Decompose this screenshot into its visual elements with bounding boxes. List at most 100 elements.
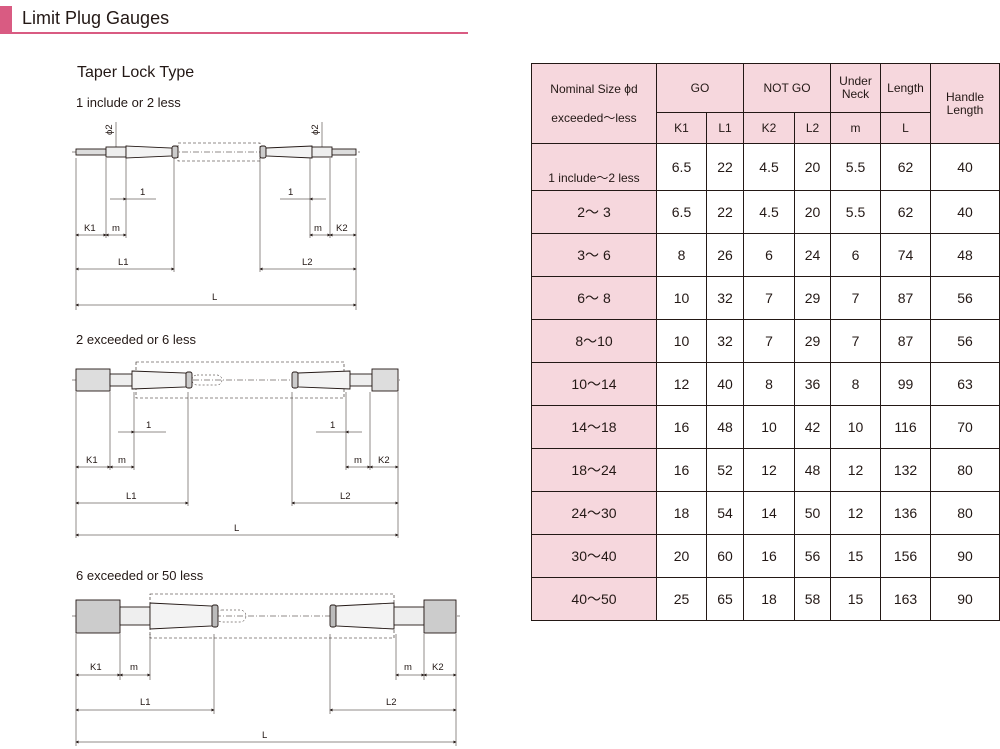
cell-l2: 29 <box>794 319 832 363</box>
size-cell: 3～ 6 <box>531 233 657 277</box>
size-cell: 8～10 <box>531 319 657 363</box>
cell-k1: 25 <box>656 577 707 621</box>
cell-m: 15 <box>830 534 882 578</box>
cell-m: 6 <box>830 233 882 277</box>
cell-l: 136 <box>880 491 932 535</box>
header-l2: L2 <box>794 112 832 144</box>
cell-k2: 18 <box>743 577 796 621</box>
cell-m: 15 <box>830 577 882 621</box>
dim-l: L <box>262 730 267 741</box>
section-label-1: 1 include or 2 less <box>76 95 181 110</box>
cell-l2: 58 <box>794 577 832 621</box>
cell-k2: 14 <box>743 491 796 535</box>
header-handle-line1: Handle <box>946 89 985 104</box>
cell-l: 62 <box>880 190 932 234</box>
cell-l: 132 <box>880 448 932 492</box>
cell-l2: 48 <box>794 448 832 492</box>
dim-m-right: m <box>314 223 322 234</box>
gauge-1-dimension-labels: ϕ2 ϕ2 1 1 K1 m m K2 L1 L2 L <box>84 124 348 303</box>
cell-handle: 56 <box>930 276 1000 320</box>
cell-k1: 12 <box>656 362 707 406</box>
cell-l: 62 <box>880 143 932 191</box>
header-under-neck-line1: Under <box>839 74 872 88</box>
cell-m: 12 <box>830 491 882 535</box>
size-cell: 40～50 <box>531 577 657 621</box>
gauge-3-dimension-labels: K1 m m K2 L1 L2 L <box>90 662 444 741</box>
cell-k1: 20 <box>656 534 707 578</box>
cell-k1: 10 <box>656 319 707 363</box>
dim-l2: L2 <box>340 491 351 502</box>
cell-l2: 50 <box>794 491 832 535</box>
dim-l1: L1 <box>126 491 137 502</box>
header-nominal-line2: exceeded～less <box>551 110 637 125</box>
cell-l1: 22 <box>705 190 745 234</box>
cell-l1: 26 <box>705 233 745 277</box>
cell-handle: 70 <box>930 405 1000 449</box>
cell-handle: 90 <box>930 577 1000 621</box>
header-under-neck-line2: Neck <box>841 87 870 101</box>
cell-k2: 10 <box>743 405 796 449</box>
cell-l: 156 <box>880 534 932 578</box>
cell-k2: 7 <box>743 276 796 320</box>
dim-k2: K2 <box>336 223 348 234</box>
cell-l2: 36 <box>794 362 832 406</box>
cell-k1: 16 <box>656 448 707 492</box>
cell-k1: 6.5 <box>656 143 707 191</box>
dim-m-left: m <box>130 662 138 673</box>
dim-k1: K1 <box>90 662 102 673</box>
cell-k2: 4.5 <box>743 143 796 191</box>
size-cell: 14～18 <box>531 405 657 449</box>
size-cell: 2～ 3 <box>531 190 657 234</box>
dim-l1: L1 <box>118 257 129 268</box>
cell-m: 10 <box>830 405 882 449</box>
cell-l2: 24 <box>794 233 832 277</box>
size-cell: 10～14 <box>531 362 657 406</box>
gauge-drawing-small <box>72 122 360 310</box>
cell-handle: 40 <box>930 143 1000 191</box>
cell-k2: 4.5 <box>743 190 796 234</box>
cell-l2: 20 <box>794 190 832 234</box>
header-accent-bar <box>0 6 12 33</box>
header-handle-line2: Length <box>946 102 984 117</box>
cell-k2: 16 <box>743 534 796 578</box>
gauge-2-dimension-labels: 1 1 K1 m m K2 L1 L2 L <box>86 420 390 534</box>
dim-one-left: 1 <box>146 420 151 431</box>
spec-table: Nominal Size ϕd exceeded～less GO NOT GO … <box>531 63 1000 621</box>
dim-phi-right: ϕ2 <box>310 124 321 135</box>
cell-l: 163 <box>880 577 932 621</box>
cell-m: 7 <box>830 319 882 363</box>
cell-l1: 54 <box>705 491 745 535</box>
cell-handle: 40 <box>930 190 1000 234</box>
cell-l: 87 <box>880 319 932 363</box>
cell-k1: 8 <box>656 233 707 277</box>
header-k1: K1 <box>656 112 707 144</box>
cell-m: 5.5 <box>830 143 882 191</box>
cell-k1: 18 <box>656 491 707 535</box>
dim-l: L <box>234 523 239 534</box>
cell-handle: 80 <box>930 448 1000 492</box>
dim-l2: L2 <box>302 257 313 268</box>
cell-l1: 32 <box>705 319 745 363</box>
page-title: Limit Plug Gauges <box>22 8 170 28</box>
cell-m: 12 <box>830 448 882 492</box>
gauge-drawing-large <box>72 593 460 746</box>
header-go: GO <box>655 63 745 113</box>
cell-l: 87 <box>880 276 932 320</box>
technical-drawing: ϕ2 ϕ2 1 1 K1 m m K2 L1 L2 L <box>72 122 460 746</box>
cell-l2: 56 <box>794 534 832 578</box>
cell-k2: 8 <box>743 362 796 406</box>
dim-one-left: 1 <box>140 187 145 198</box>
header-nominal-size: Nominal Size ϕd exceeded～less <box>531 63 657 144</box>
dim-k1: K1 <box>86 455 98 466</box>
header-not-go: NOT GO <box>743 63 832 113</box>
dim-k1: K1 <box>84 223 96 234</box>
dim-m-left: m <box>112 223 120 234</box>
